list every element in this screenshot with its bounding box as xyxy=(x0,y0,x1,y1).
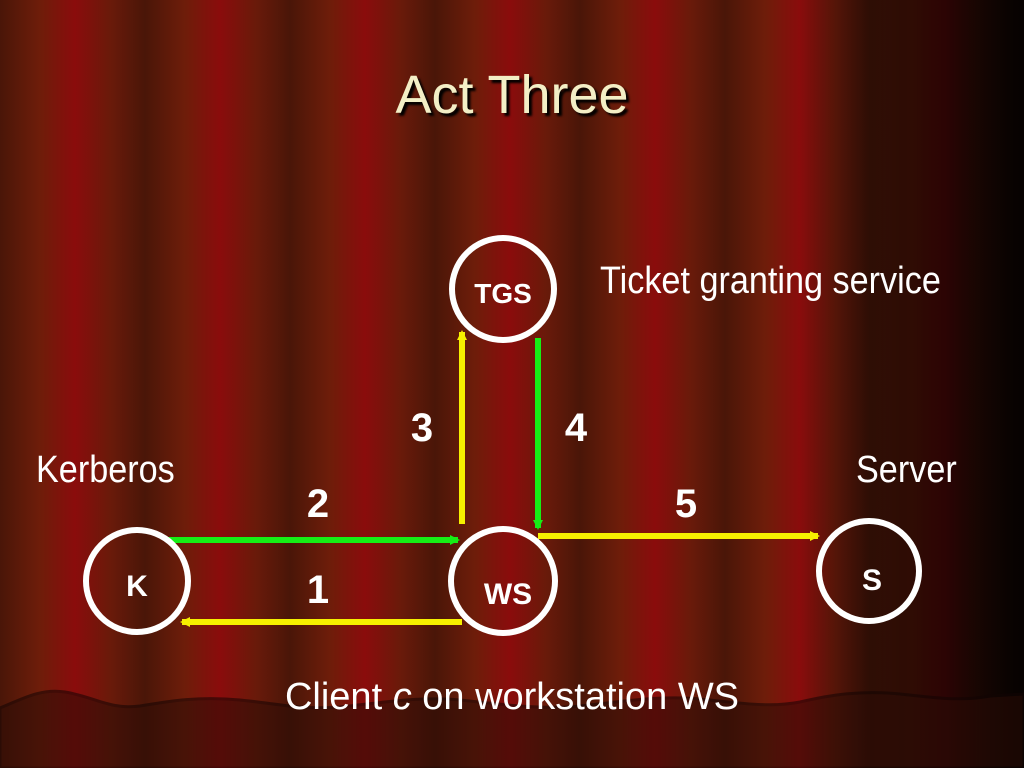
node-kerberos-label: K xyxy=(126,570,148,603)
tgs-description: Ticket granting service xyxy=(600,260,941,302)
step-number-2: 2 xyxy=(307,482,329,526)
server-label: Server xyxy=(856,449,957,491)
node-server-label: S xyxy=(862,564,882,597)
node-workstation-label: WS xyxy=(484,578,532,611)
node-tgs-label: TGS xyxy=(474,278,532,309)
node-tgs: TGS xyxy=(449,235,557,343)
stage-floor xyxy=(0,689,1024,768)
caption-suffix: on workstation WS xyxy=(411,676,740,718)
step-number-5: 5 xyxy=(675,482,697,526)
caption-variable: c xyxy=(392,676,412,718)
step-number-3: 3 xyxy=(411,406,433,450)
node-server: S xyxy=(816,518,922,624)
step-number-1: 1 xyxy=(307,568,329,612)
kerberos-label: Kerberos xyxy=(36,449,175,491)
slide-title: Act Three xyxy=(395,65,629,125)
step-number-4: 4 xyxy=(565,406,588,450)
node-kerberos: K xyxy=(83,527,191,635)
caption-prefix: Client xyxy=(284,676,393,718)
diagram-caption: Client c on workstation WS xyxy=(0,676,1024,719)
node-workstation: WS xyxy=(448,526,558,636)
